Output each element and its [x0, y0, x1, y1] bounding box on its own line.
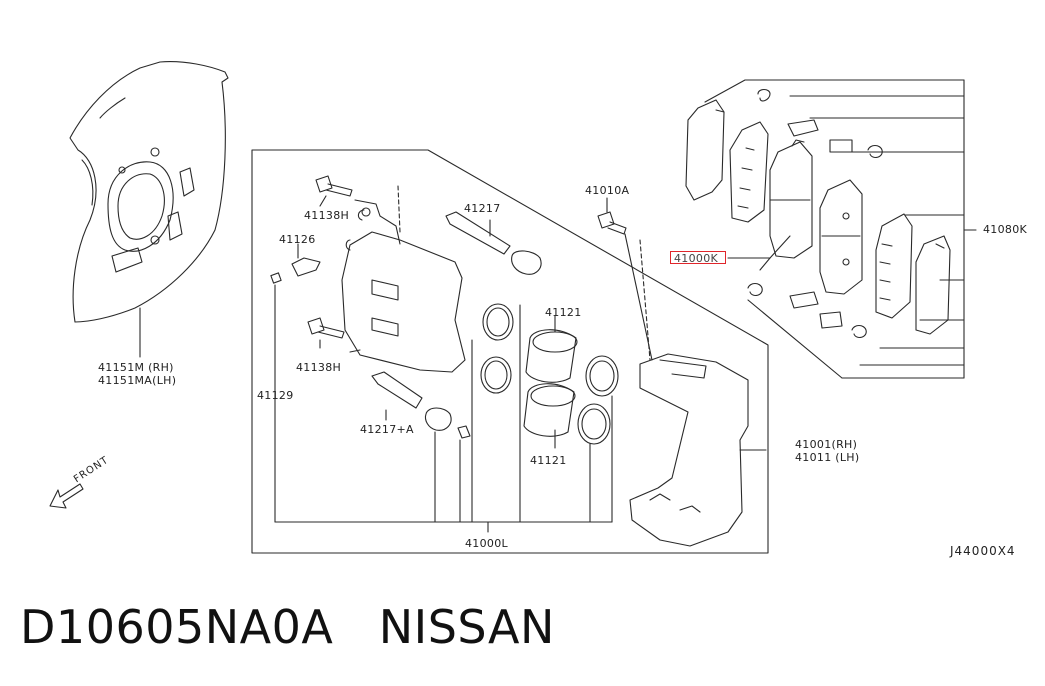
label-41151-dust-shield[interactable]: 41151M (RH) 41151MA(LH): [98, 361, 177, 387]
pistons-and-seals-drawing: [471, 303, 619, 523]
footer-title: D10605NA0A NISSAN: [20, 600, 555, 654]
caliper-group-frame: [251, 149, 769, 554]
pad-kit-frame: [704, 79, 977, 379]
label-41217a[interactable]: 41217+A: [360, 423, 414, 436]
bolt-41010a-drawing: [597, 197, 653, 361]
label-41000l[interactable]: 41000L: [465, 537, 508, 550]
label-41000k-highlighted[interactable]: 41000K: [670, 251, 726, 265]
front-arrow-icon: [49, 483, 84, 509]
kit-41000l-bracket: [274, 521, 613, 533]
label-41138h-top[interactable]: 41138H: [304, 209, 350, 222]
caliper-bracket-drawing: [629, 353, 767, 547]
reference-lines: [397, 185, 651, 361]
label-41217[interactable]: 41217: [464, 202, 501, 215]
caliper-bolts-drawing: [307, 175, 353, 349]
bleeder-screw-drawing: [270, 243, 321, 523]
label-41138h-bottom[interactable]: 41138H: [296, 361, 342, 374]
brand-name: NISSAN: [378, 600, 555, 654]
label-41080k[interactable]: 41080K: [983, 223, 1028, 236]
brake-pads-drawing: [685, 88, 951, 339]
label-41121-top[interactable]: 41121: [545, 306, 582, 319]
part-number: D10605NA0A: [20, 600, 334, 654]
label-41001-bracket[interactable]: 41001(RH) 41011 (LH): [795, 438, 860, 464]
label-41126[interactable]: 41126: [279, 233, 316, 246]
label-41121-bottom[interactable]: 41121: [530, 454, 567, 467]
dust-shield-drawing: [69, 61, 229, 358]
guide-pins-drawing: [371, 211, 542, 523]
label-41129[interactable]: 41129: [257, 389, 294, 402]
caliper-body-drawing: [341, 199, 466, 373]
label-41010a[interactable]: 41010A: [585, 184, 630, 197]
diagram-code: J44000X4: [950, 544, 1016, 558]
